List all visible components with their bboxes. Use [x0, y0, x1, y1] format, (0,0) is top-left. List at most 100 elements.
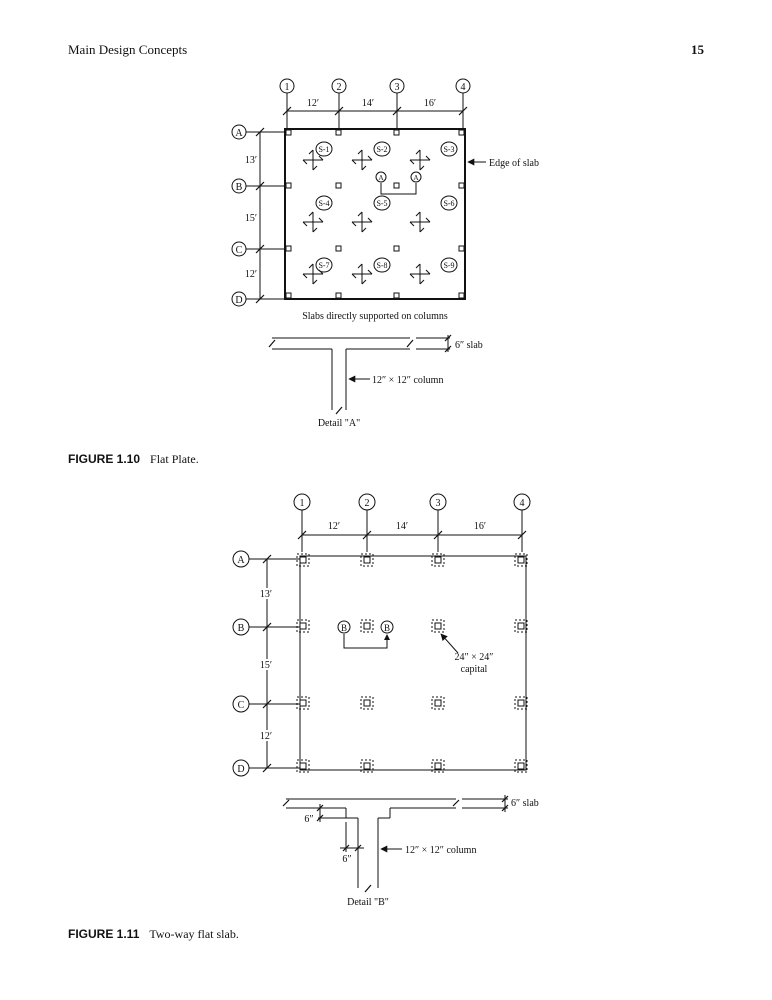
- detail-b-label: Detail "B": [347, 897, 389, 908]
- column-size-label: 12″ × 12″ column: [372, 375, 443, 386]
- two-way-symbol-icon: [302, 211, 324, 233]
- section-cut-b: B B: [337, 620, 394, 649]
- section-marker: A: [413, 174, 418, 182]
- grid-bubble-1: 1: [285, 82, 290, 93]
- detail-a-label: Detail "A": [318, 418, 360, 429]
- grid-bubble-1: 1: [300, 498, 305, 509]
- capital: [360, 619, 374, 633]
- row-grid-bubbles: A B C D: [232, 550, 300, 777]
- grid-bubble-4: 4: [461, 82, 466, 93]
- two-way-symbol-icon: [351, 149, 373, 171]
- grid-bubble-b: B: [238, 623, 245, 634]
- two-way-symbol-icon: [351, 263, 373, 285]
- slab-label: S-2: [376, 145, 387, 154]
- capital: [296, 619, 310, 633]
- capital: [431, 619, 445, 633]
- vertical-dimension-line: 13′ 15′ 12′: [245, 127, 265, 304]
- capital: [431, 759, 445, 773]
- grid-bubble-c: C: [238, 700, 245, 711]
- capital: [296, 759, 310, 773]
- slab-label: S-4: [318, 199, 329, 208]
- capital: [360, 759, 374, 773]
- running-head: Main Design Concepts: [68, 42, 188, 57]
- capital: [360, 553, 374, 567]
- two-way-symbol-icon: [351, 211, 373, 233]
- caption-number: FIGURE 1.11: [68, 927, 140, 941]
- span-label: 12′: [307, 98, 319, 109]
- row-grid-bubbles: A B C D: [231, 124, 285, 307]
- section-cut-a: A A: [375, 171, 422, 195]
- slab-thickness-label: 6″ slab: [511, 798, 539, 809]
- grid-bubble-3: 3: [436, 498, 441, 509]
- column-size-label: 12″ × 12″ column: [405, 845, 476, 856]
- plan-caption: Slabs directly supported on columns: [302, 311, 448, 322]
- caption-text: Two-way flat slab.: [149, 927, 239, 941]
- horizontal-dimension-line: 12′ 14′ 16′: [282, 98, 468, 116]
- slab-outline: [299, 555, 527, 771]
- capital: [514, 696, 528, 710]
- grid-bubble-c: C: [236, 245, 243, 256]
- slab-label: S-3: [443, 145, 454, 154]
- grid-bubble-2: 2: [365, 498, 370, 509]
- grid-bubble-d: D: [237, 764, 244, 775]
- slab-label: S-1: [318, 145, 329, 154]
- span-label: 15′: [260, 660, 272, 671]
- slab-label: S-6: [443, 199, 454, 208]
- detail-a-section: [268, 334, 452, 415]
- grid-bubble-4: 4: [520, 498, 525, 509]
- span-label: 13′: [245, 155, 257, 166]
- grid-bubble-b: B: [236, 182, 243, 193]
- figure-1-10-drawing: 1 2 3 4 12′ 14′ 16′ A B C D: [231, 78, 539, 429]
- caption-number: FIGURE 1.10: [68, 452, 141, 466]
- span-label: 14′: [396, 521, 408, 532]
- span-label: 12′: [328, 521, 340, 532]
- capital: [360, 696, 374, 710]
- slab-outline: [284, 128, 466, 300]
- capital-leader-arrow-icon: [440, 633, 459, 654]
- span-label: 16′: [474, 521, 486, 532]
- caption-text: Flat Plate.: [150, 452, 199, 466]
- capital: [296, 696, 310, 710]
- detail-b-section: [282, 795, 509, 893]
- capital-label: capital: [461, 664, 488, 675]
- figure-1-11-caption: FIGURE 1.11 Two-way flat slab.: [68, 927, 239, 942]
- two-way-symbol-icon: [302, 149, 324, 171]
- span-label: 15′: [245, 213, 257, 224]
- grid-bubble-a: A: [235, 128, 243, 139]
- slab-label: S-7: [318, 261, 329, 270]
- slab-labels: S-1 S-2 S-3 S-4 S-5 S-6 S-7 S-8 S-9: [315, 141, 458, 273]
- slab-label: S-9: [443, 261, 454, 270]
- column-grid-bubbles: 1 2 3 4: [293, 493, 531, 552]
- two-way-symbol-icon: [409, 263, 431, 285]
- section-marker: B: [384, 623, 390, 633]
- grid-bubble-2: 2: [337, 82, 342, 93]
- vertical-dimension-line: 13′ 15′ 12′: [258, 554, 274, 773]
- slab-label: S-5: [376, 199, 387, 208]
- capital-size-label: 24″ × 24″: [455, 652, 494, 663]
- two-way-symbol-icon: [409, 211, 431, 233]
- grid-bubble-a: A: [237, 555, 245, 566]
- capital: [514, 553, 528, 567]
- span-label: 13′: [260, 589, 272, 600]
- column-capitals: [296, 553, 528, 773]
- section-marker: B: [341, 623, 347, 633]
- drop-depth-label: 6″: [304, 814, 313, 825]
- span-label: 12′: [260, 731, 272, 742]
- grid-bubble-d: D: [235, 295, 242, 306]
- page-number: 15: [691, 42, 704, 57]
- edge-of-slab-label: Edge of slab: [489, 158, 539, 169]
- slab-thickness-label: 6″ slab: [455, 340, 483, 351]
- span-label: 16′: [424, 98, 436, 109]
- capital: [296, 553, 310, 567]
- columns: [285, 129, 465, 299]
- horizontal-dimension-line: 12′ 14′ 16′: [297, 521, 527, 540]
- capital: [514, 619, 528, 633]
- two-way-symbol-icon: [409, 149, 431, 171]
- span-label: 12′: [245, 269, 257, 280]
- figure-1-10-caption: FIGURE 1.10 Flat Plate.: [68, 452, 199, 467]
- span-label: 14′: [362, 98, 374, 109]
- capital: [514, 759, 528, 773]
- section-marker: A: [378, 174, 383, 182]
- slab-label: S-8: [376, 261, 387, 270]
